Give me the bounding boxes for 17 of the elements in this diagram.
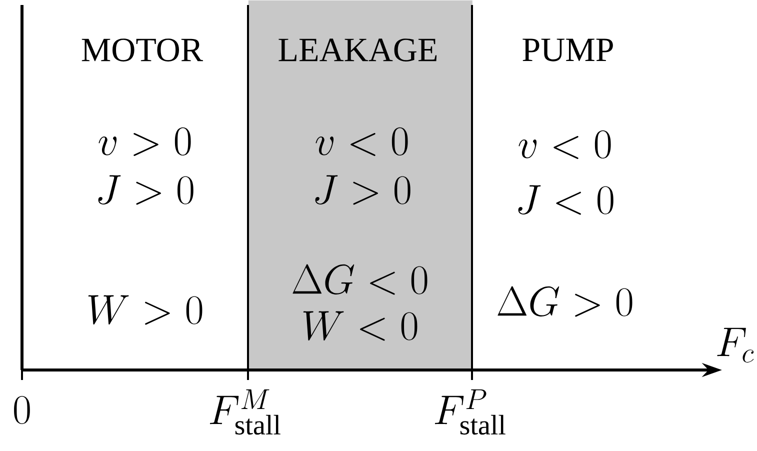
axis-label: $F_{\mathrm{stall}}^M$ [210, 389, 280, 435]
formula: $J > 0$ [315, 175, 410, 205]
formula: $v < 0$ [518, 130, 611, 159]
axis-label: $0$ [14, 396, 30, 424]
region-heading: MOTOR [82, 38, 204, 62]
formula: $\Delta G > 0$ [498, 286, 632, 317]
formula: $W > 0$ [88, 295, 202, 325]
formula: $\Delta G < 0$ [292, 264, 428, 295]
formula: $W < 0$ [303, 311, 418, 341]
formula: $v < 0$ [316, 127, 408, 156]
formula: $J < 0$ [518, 185, 614, 215]
region-heading: PUMP [522, 38, 613, 62]
axis-label: $F_c$ [717, 328, 754, 363]
region-heading: LEAKAGE [278, 38, 437, 62]
formula: $J > 0$ [98, 175, 194, 205]
axis-label: $F_{\mathrm{stall}}^P$ [434, 389, 506, 435]
formula: $v > 0$ [98, 127, 191, 156]
